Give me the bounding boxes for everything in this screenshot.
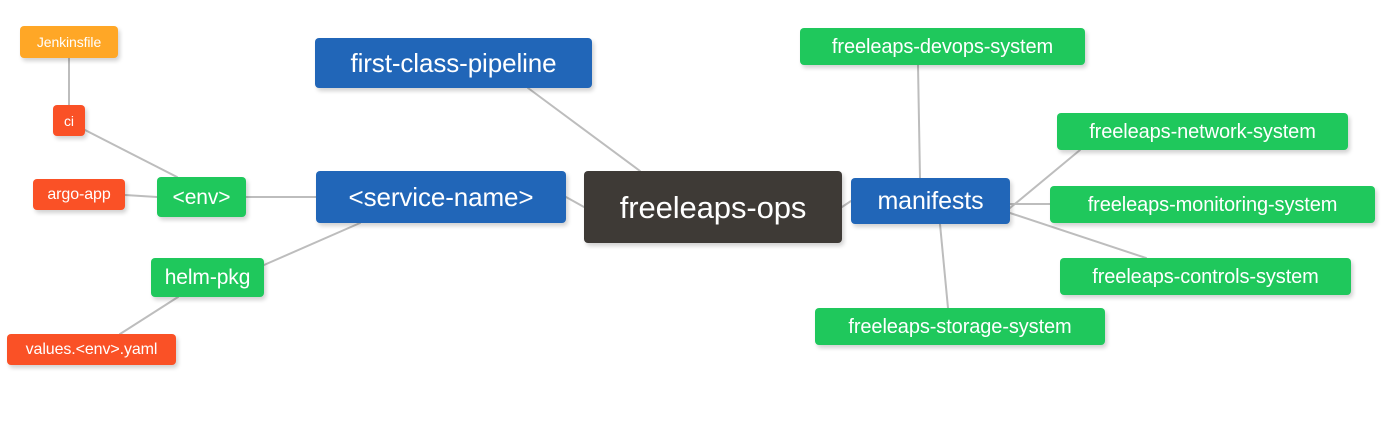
node-label-service-name: <service-name> [348,182,534,212]
node-values-env-yaml[interactable]: values.<env>.yaml [7,334,176,365]
edge-service-name-to-helm-pkg [263,222,361,266]
edge-manifests-to-freeleaps-devops-system [917,64,921,179]
node-jenkinsfile[interactable]: Jenkinsfile [20,26,118,58]
edge-env-to-argo-app [124,194,158,198]
node-label-first-class-pipeline: first-class-pipeline [350,48,557,78]
node-helm-pkg[interactable]: helm-pkg [151,258,264,297]
edge-env-to-ci [84,129,178,178]
node-label-freeleaps-controls-system: freeleaps-controls-system [1092,265,1319,288]
node-label-freeleaps-monitoring-system: freeleaps-monitoring-system [1087,193,1338,216]
node-label-argo-app: argo-app [47,185,111,203]
edge-helm-pkg-to-values-env-yaml [119,296,179,335]
edge-freeleaps-ops-to-service-name [565,196,585,208]
node-label-ci: ci [64,112,74,129]
node-label-env: <env> [172,185,231,209]
node-label-jenkinsfile: Jenkinsfile [36,34,102,50]
node-label-freeleaps-devops-system: freeleaps-devops-system [831,35,1054,58]
edge-manifests-to-freeleaps-storage-system [939,223,949,309]
node-freeleaps-devops-system[interactable]: freeleaps-devops-system [800,28,1085,65]
node-label-manifests: manifests [877,186,984,215]
node-manifests[interactable]: manifests [851,178,1010,224]
edge-freeleaps-ops-to-first-class-pipeline [527,87,641,172]
node-freeleaps-controls-system[interactable]: freeleaps-controls-system [1060,258,1351,295]
node-freeleaps-storage-system[interactable]: freeleaps-storage-system [815,308,1105,345]
node-freeleaps-monitoring-system[interactable]: freeleaps-monitoring-system [1050,186,1375,223]
node-ci[interactable]: ci [53,105,85,136]
node-freeleaps-network-system[interactable]: freeleaps-network-system [1057,113,1348,150]
node-argo-app[interactable]: argo-app [33,179,125,210]
node-label-freeleaps-network-system: freeleaps-network-system [1089,120,1316,143]
node-label-freeleaps-ops: freeleaps-ops [619,189,807,225]
node-first-class-pipeline[interactable]: first-class-pipeline [315,38,592,88]
node-label-freeleaps-storage-system: freeleaps-storage-system [848,315,1072,338]
node-label-values-env-yaml: values.<env>.yaml [25,340,158,358]
edge-freeleaps-ops-to-manifests [841,200,852,208]
node-service-name[interactable]: <service-name> [316,171,566,223]
node-freeleaps-ops[interactable]: freeleaps-ops [584,171,842,243]
node-label-helm-pkg: helm-pkg [164,266,251,289]
node-env[interactable]: <env> [157,177,246,217]
